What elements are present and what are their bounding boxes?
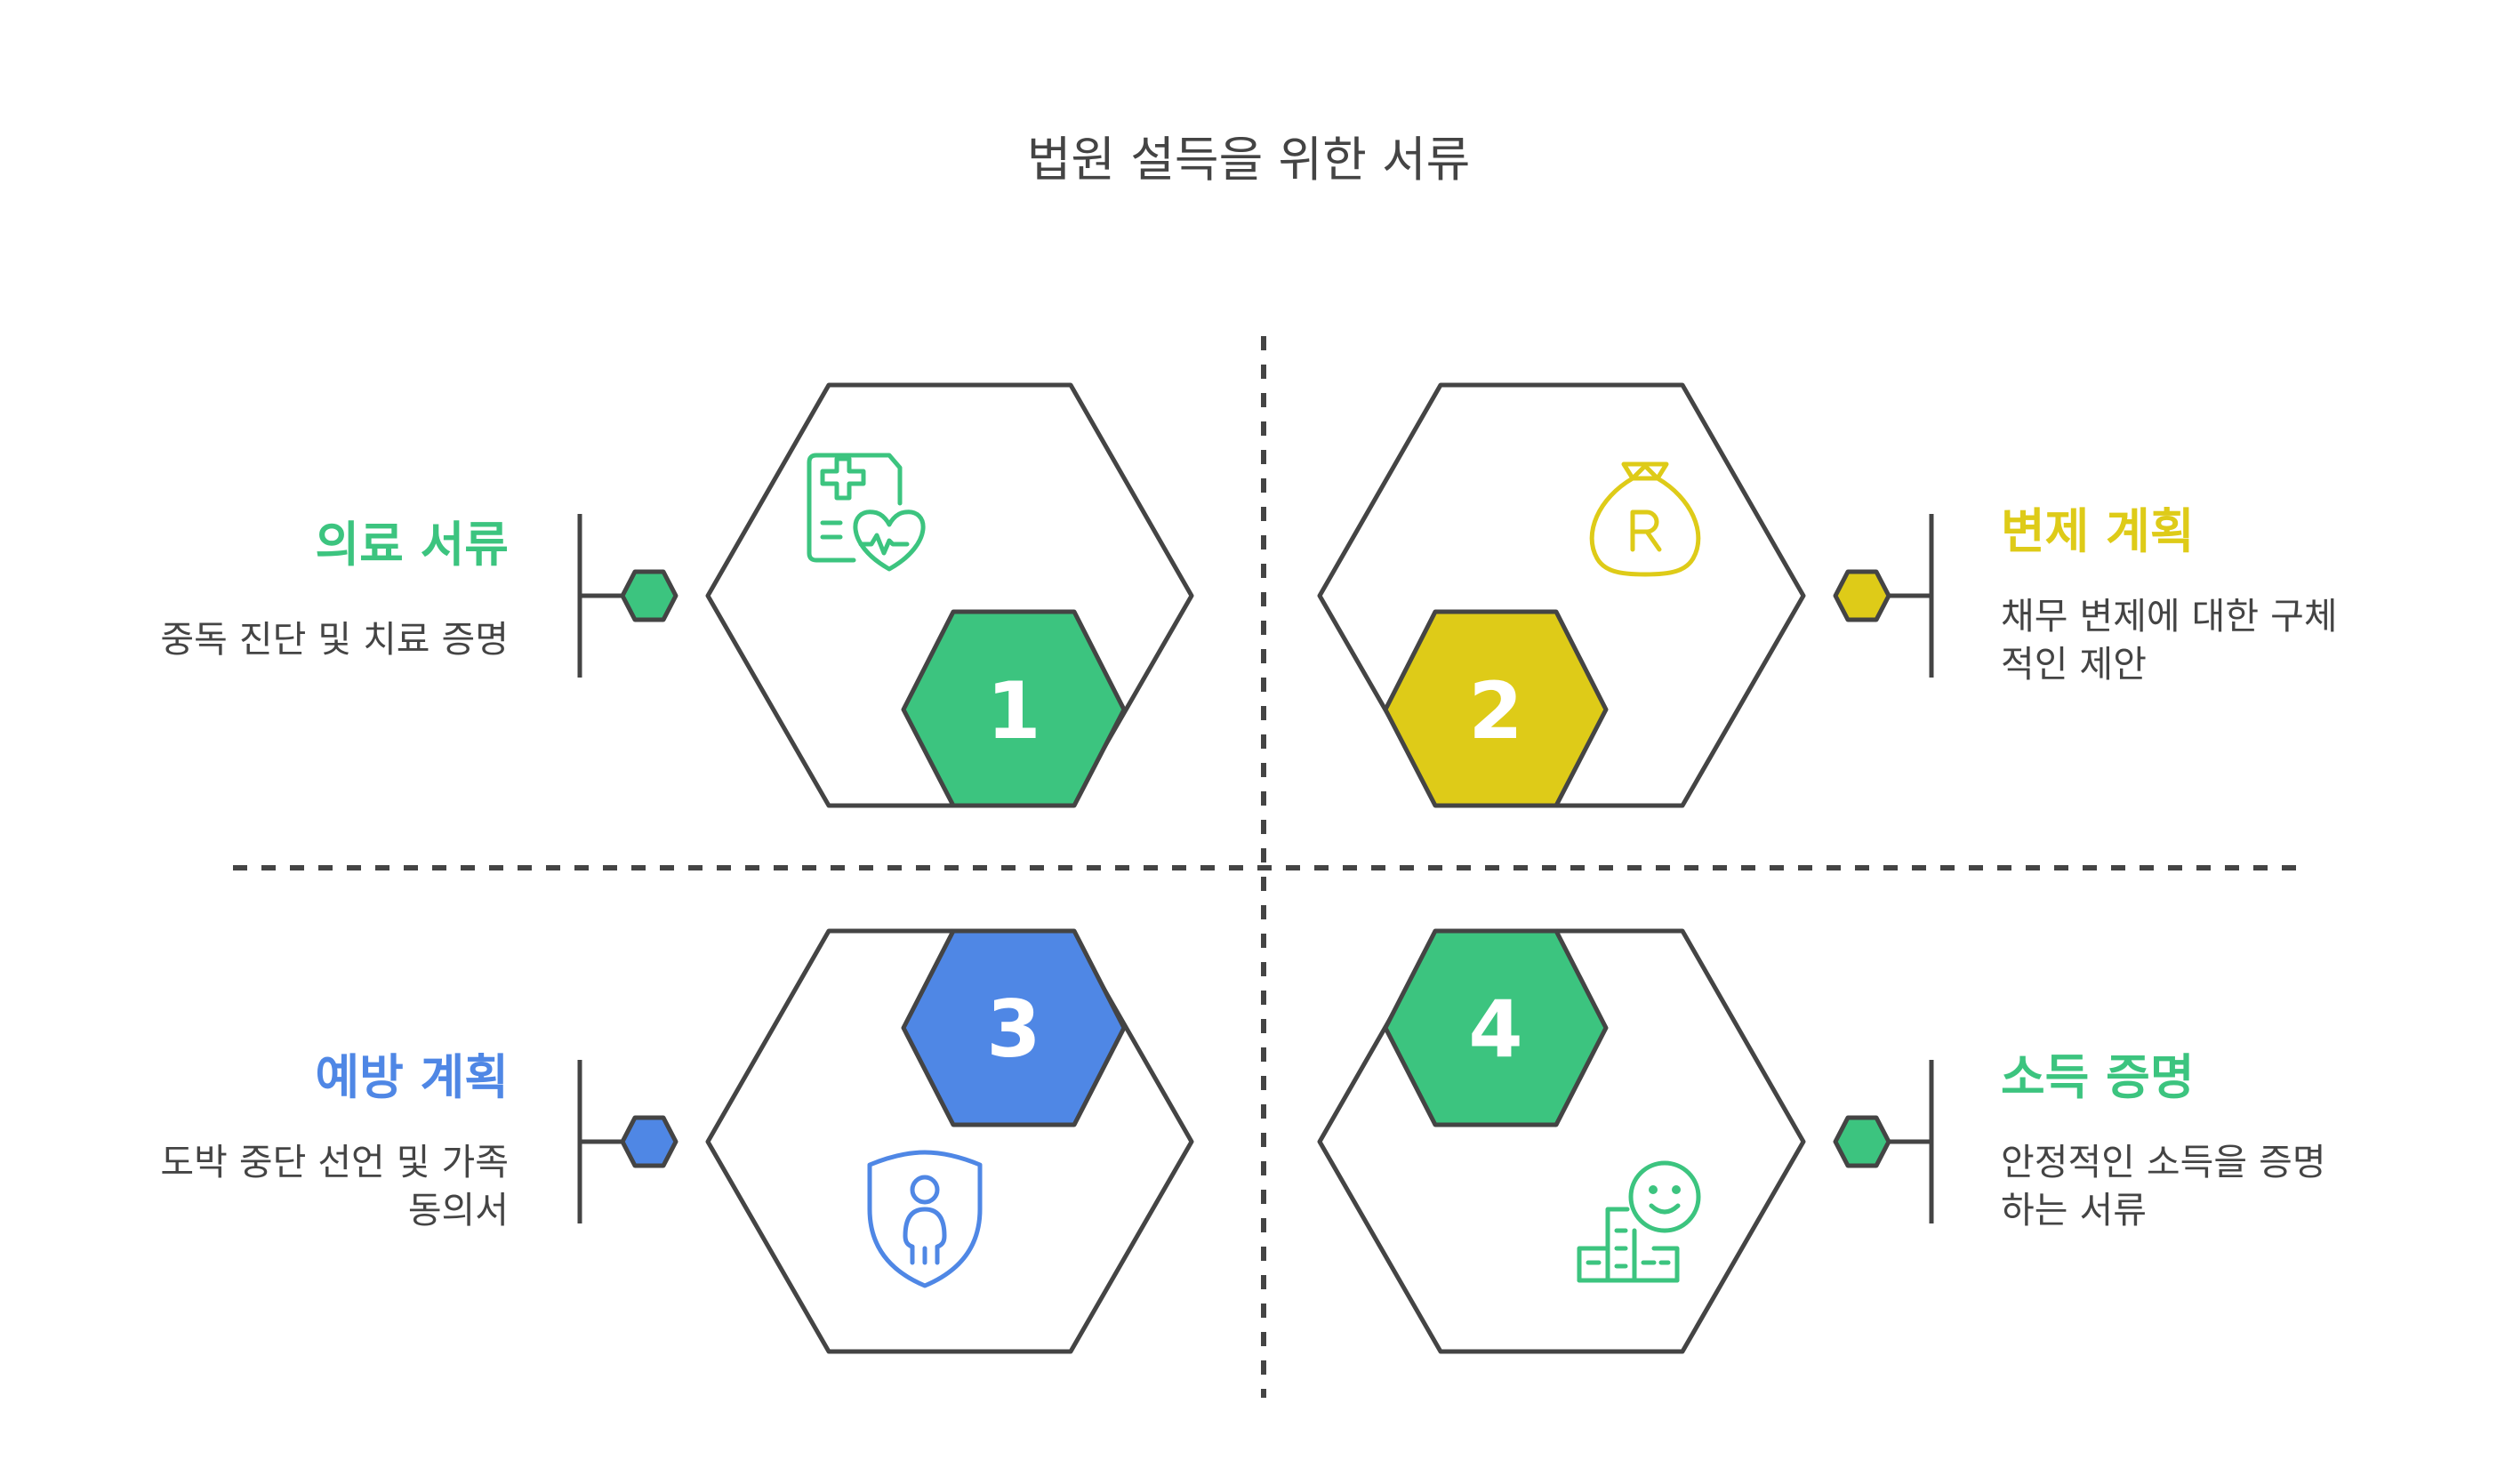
item-4-number-hex-shape	[1383, 928, 1609, 1127]
item-3-prevention-plan: 3 예방 계획 도박 중단 선언 및 가족 동의서	[160, 928, 1194, 1354]
diagram-title: 법원 설득을 위한 서류	[1027, 132, 1471, 188]
item-2-connector	[1833, 514, 1934, 678]
item-2-heading: 변제 계획	[2001, 503, 2195, 559]
item-4-income-proof: 4 소득 증명 안정적인 소득을 증명 하는 서류	[1317, 928, 2326, 1354]
medical-record-heart-icon	[807, 453, 926, 572]
item-3-description-line-2: 동의서	[408, 1189, 509, 1231]
money-bag-icon	[1589, 461, 1701, 577]
item-2-description-line-2: 적인 제안	[2001, 643, 2147, 686]
item-4-description-line-2: 하는 서류	[2001, 1189, 2147, 1231]
item-1-small-hexagon	[620, 569, 678, 622]
item-2-description-line-1: 채무 변제에 대한 구체	[2001, 595, 2338, 638]
item-2-number-hexagon: 2	[1383, 609, 1609, 808]
item-2-small-hexagon	[1833, 569, 1891, 622]
item-2-number-hex-shape	[1383, 609, 1609, 808]
item-4-description-line-1: 안정적인 소득을 증명	[2001, 1141, 2326, 1183]
item-1-number-hexagon: 1	[901, 609, 1127, 808]
item-4-connector	[1833, 1060, 1934, 1223]
item-3-description-line-1: 도박 중단 선언 및 가족	[160, 1141, 509, 1183]
item-3-number: 3	[986, 983, 1040, 1075]
shield-person-icon	[867, 1150, 983, 1288]
item-3-number-hex-shape	[901, 928, 1127, 1127]
item-2-repayment-plan: 2 변제 계획 채무 변제에 대한 구체 적인 제안	[1317, 382, 2338, 808]
item-3-small-hexagon	[620, 1115, 678, 1168]
item-4-heading: 소득 증명	[2001, 1049, 2195, 1105]
item-4-number-hexagon: 4	[1383, 928, 1609, 1127]
item-4-number: 4	[1468, 983, 1522, 1075]
item-1-number-hex-shape	[901, 609, 1127, 808]
item-3-number-hexagon: 3	[901, 928, 1127, 1127]
item-1-medical-records: 1 의료 서류 중독 진단 및 치료 증명	[160, 382, 1194, 808]
item-1-heading: 의료 서류	[315, 517, 509, 573]
item-1-connector	[577, 514, 678, 678]
item-2-number: 2	[1468, 665, 1522, 757]
item-1-number: 1	[986, 665, 1040, 757]
smiley-building-icon	[1577, 1160, 1701, 1283]
item-3-connector	[577, 1060, 678, 1223]
item-1-description-line-1: 중독 진단 및 치료 증명	[160, 618, 509, 661]
item-4-small-hexagon	[1833, 1115, 1891, 1168]
item-3-heading: 예방 계획	[315, 1049, 509, 1105]
